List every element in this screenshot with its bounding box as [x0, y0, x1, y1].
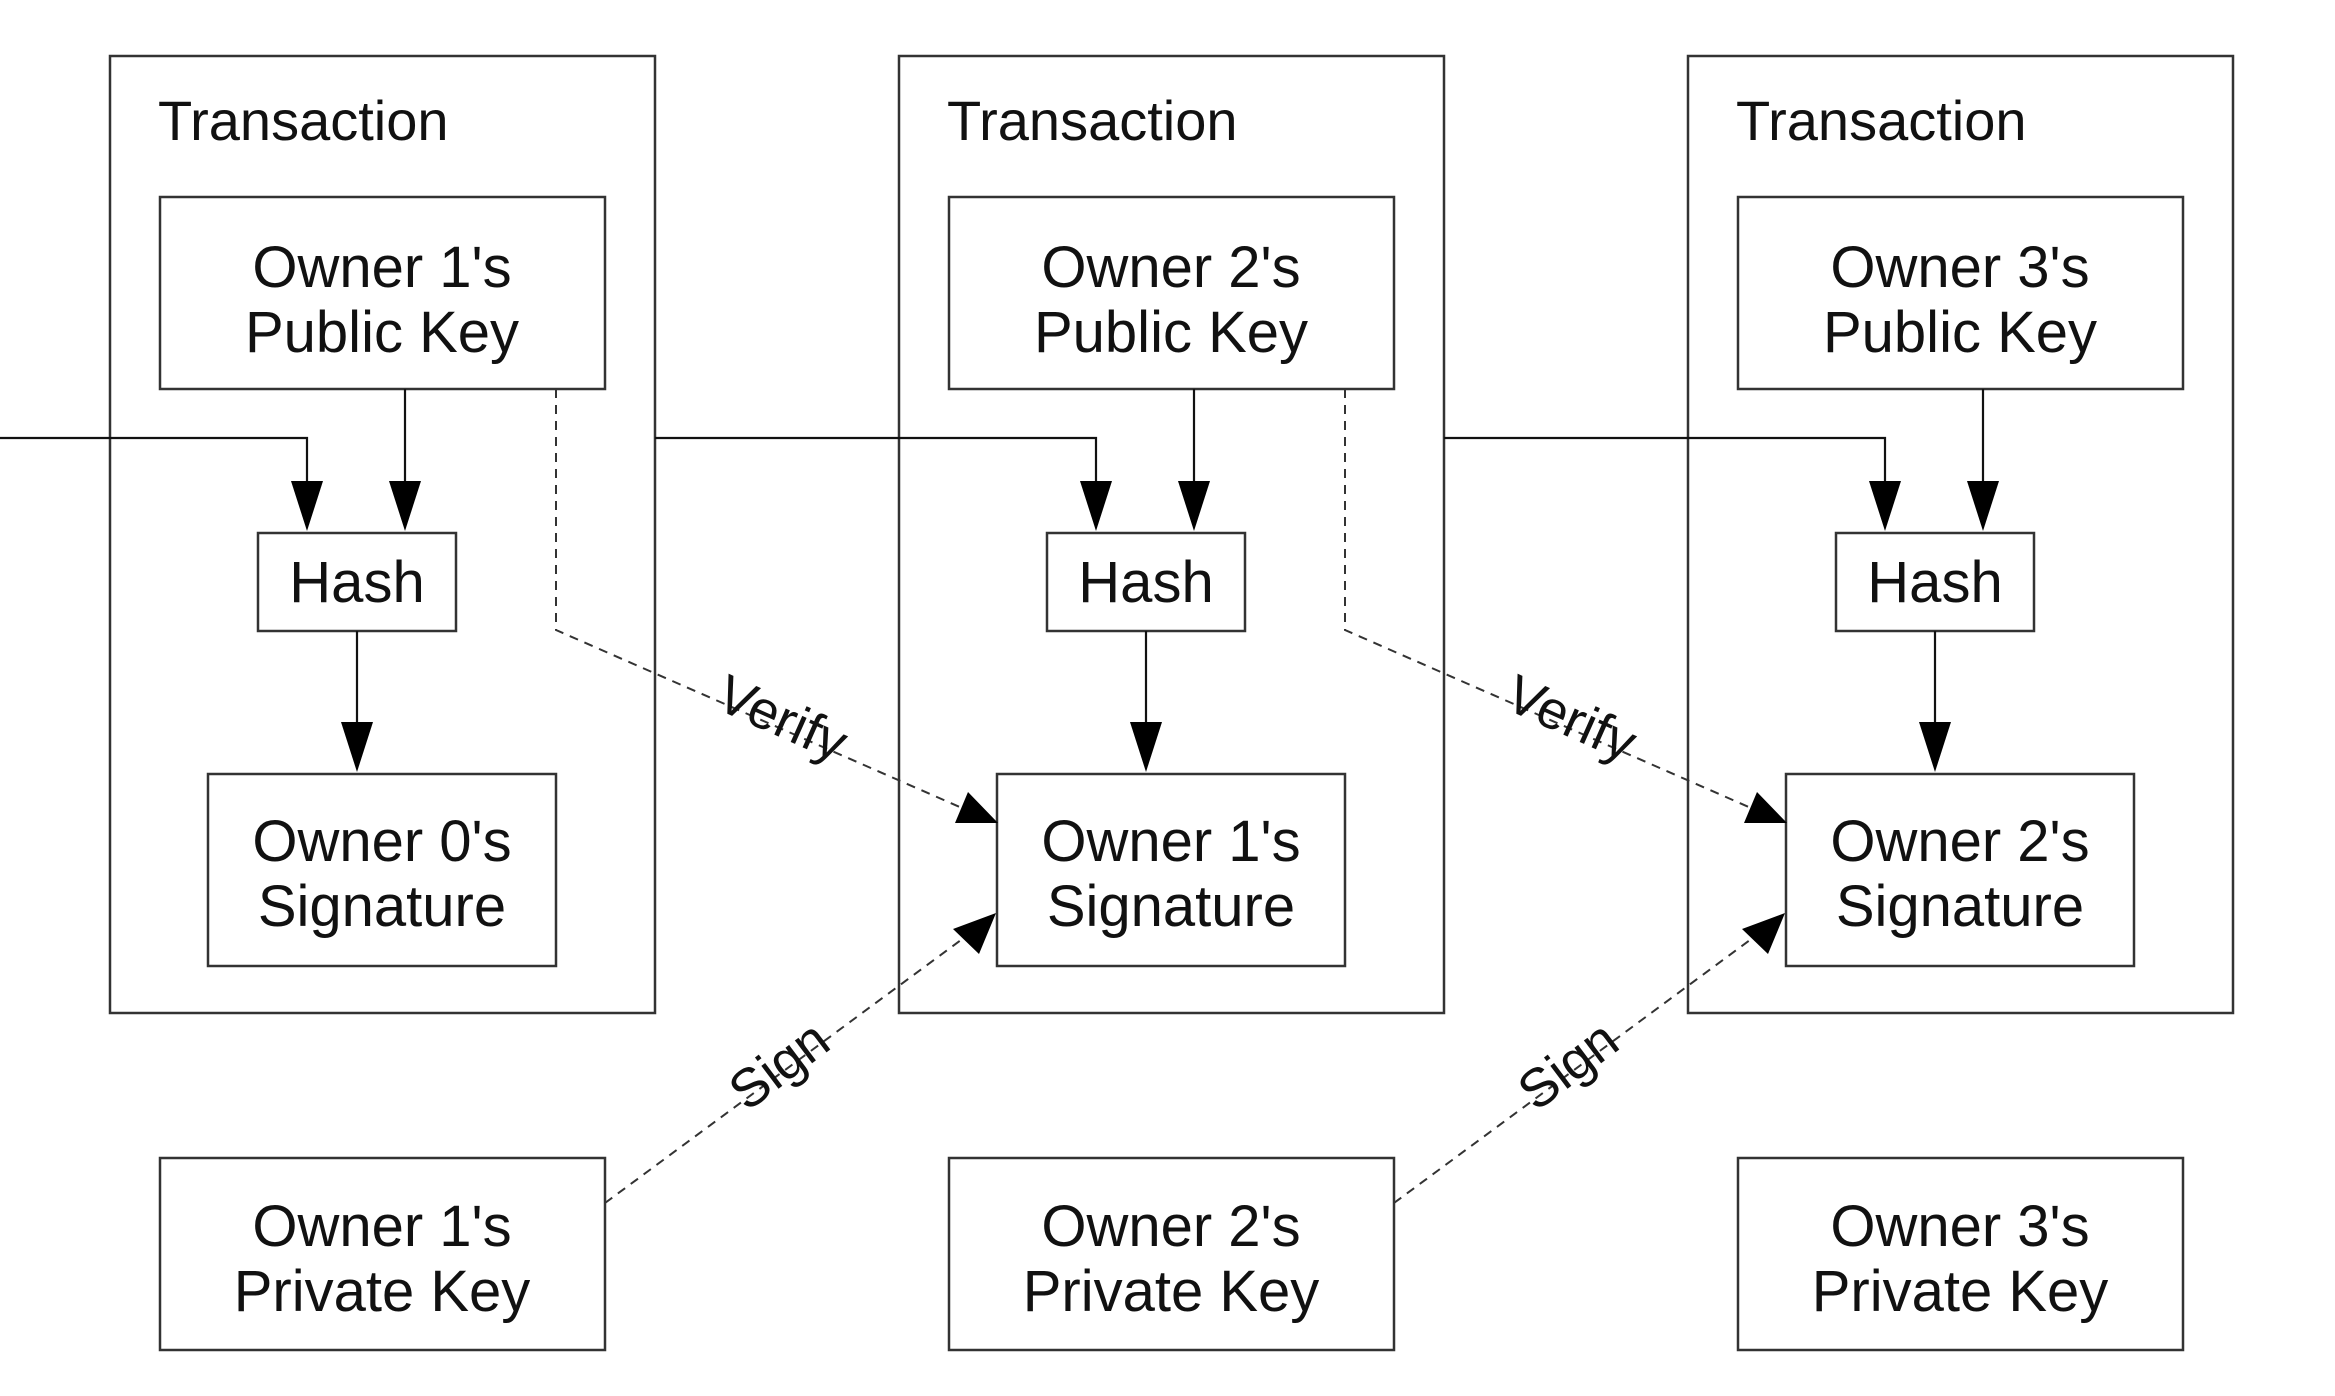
owner-3-private-key-line-1: Owner 3's	[1830, 1194, 2089, 1259]
owner-2-private-key-line-2: Private Key	[1023, 1259, 1320, 1324]
transaction-3-public-key-line-1: Owner 3's	[1830, 235, 2089, 300]
arrowhead	[1967, 481, 1999, 531]
verify-label-2: Verify	[1497, 664, 1645, 774]
transaction-3-signature-line-1: Owner 2's	[1830, 809, 2089, 874]
arrowhead	[1742, 913, 1785, 954]
arrowhead	[1744, 792, 1787, 823]
arrowhead	[389, 481, 421, 531]
transaction-1-public-key-line-2: Public Key	[245, 300, 519, 365]
transaction-2-public-key-box: Owner 2's Public Key	[947, 195, 1396, 391]
transaction-1: Transaction Owner 1's Public Key Hash Ow…	[108, 54, 657, 1015]
transaction-1-public-key-box: Owner 1's Public Key	[158, 195, 607, 391]
sign-arrow-1	[604, 936, 966, 1204]
owner-1-private-key-line-1: Owner 1's	[252, 1194, 511, 1259]
arrowhead	[341, 722, 373, 772]
transaction-2-hash-label: Hash	[1078, 550, 1213, 615]
transaction-2-signature-line-2: Signature	[1047, 874, 1295, 939]
transaction-1-title: Transaction	[158, 89, 449, 152]
arrowhead	[1178, 481, 1210, 531]
owner-1-private-key-box: Owner 1's Private Key	[158, 1156, 607, 1352]
hash-flow-arrows	[0, 389, 1999, 772]
transaction-2-signature-line-1: Owner 1's	[1041, 809, 1300, 874]
owner-3-private-key-line-2: Private Key	[1812, 1259, 2109, 1324]
transaction-3-hash-label: Hash	[1867, 550, 2002, 615]
verify-arrow-2	[1344, 389, 1752, 809]
transaction-3: Transaction Owner 3's Public Key Hash Ow…	[1686, 54, 2235, 1015]
arrowhead	[1869, 481, 1901, 531]
transaction-2-public-key-line-1: Owner 2's	[1041, 235, 1300, 300]
transaction-1-hash-label: Hash	[289, 550, 424, 615]
transaction-2-title: Transaction	[947, 89, 1238, 152]
transaction-2-to-hash-3-arrow	[1444, 436, 1887, 490]
owner-2-private-key-line-1: Owner 2's	[1041, 1194, 1300, 1259]
transaction-3-title: Transaction	[1736, 89, 2027, 152]
arrowhead	[1080, 481, 1112, 531]
verify-label-1: Verify	[708, 664, 856, 774]
transaction-2-hash-box: Hash	[1045, 531, 1247, 633]
arrowhead	[1130, 722, 1162, 772]
transaction-2-public-key-line-2: Public Key	[1034, 300, 1308, 365]
owner-3-private-key-box: Owner 3's Private Key	[1736, 1156, 2185, 1352]
owner-1-private-key-line-2: Private Key	[234, 1259, 531, 1324]
transaction-3-public-key-box: Owner 3's Public Key	[1736, 195, 2185, 391]
incoming-chain-arrow	[0, 436, 309, 490]
sign-arrow-2	[1393, 936, 1755, 1204]
arrowhead	[955, 792, 998, 823]
transaction-1-hash-box: Hash	[256, 531, 458, 633]
arrowhead	[953, 913, 996, 954]
transaction-1-signature-line-1: Owner 0's	[252, 809, 511, 874]
transaction-1-to-hash-2-arrow	[655, 436, 1098, 490]
arrowhead	[291, 481, 323, 531]
transaction-3-signature-box: Owner 2's Signature	[1784, 772, 2136, 968]
arrowhead	[1919, 722, 1951, 772]
transaction-2: Transaction Owner 2's Public Key Hash Ow…	[897, 54, 1446, 1015]
transaction-1-signature-box: Owner 0's Signature	[206, 772, 558, 968]
transaction-1-signature-line-2: Signature	[258, 874, 506, 939]
transaction-3-hash-box: Hash	[1834, 531, 2036, 633]
transaction-3-signature-line-2: Signature	[1836, 874, 2084, 939]
owner-2-private-key-box: Owner 2's Private Key	[947, 1156, 1396, 1352]
transaction-2-signature-box: Owner 1's Signature	[995, 772, 1347, 968]
transaction-1-public-key-line-1: Owner 1's	[252, 235, 511, 300]
verify-arrow-1	[555, 389, 963, 809]
transaction-3-public-key-line-2: Public Key	[1823, 300, 2097, 365]
